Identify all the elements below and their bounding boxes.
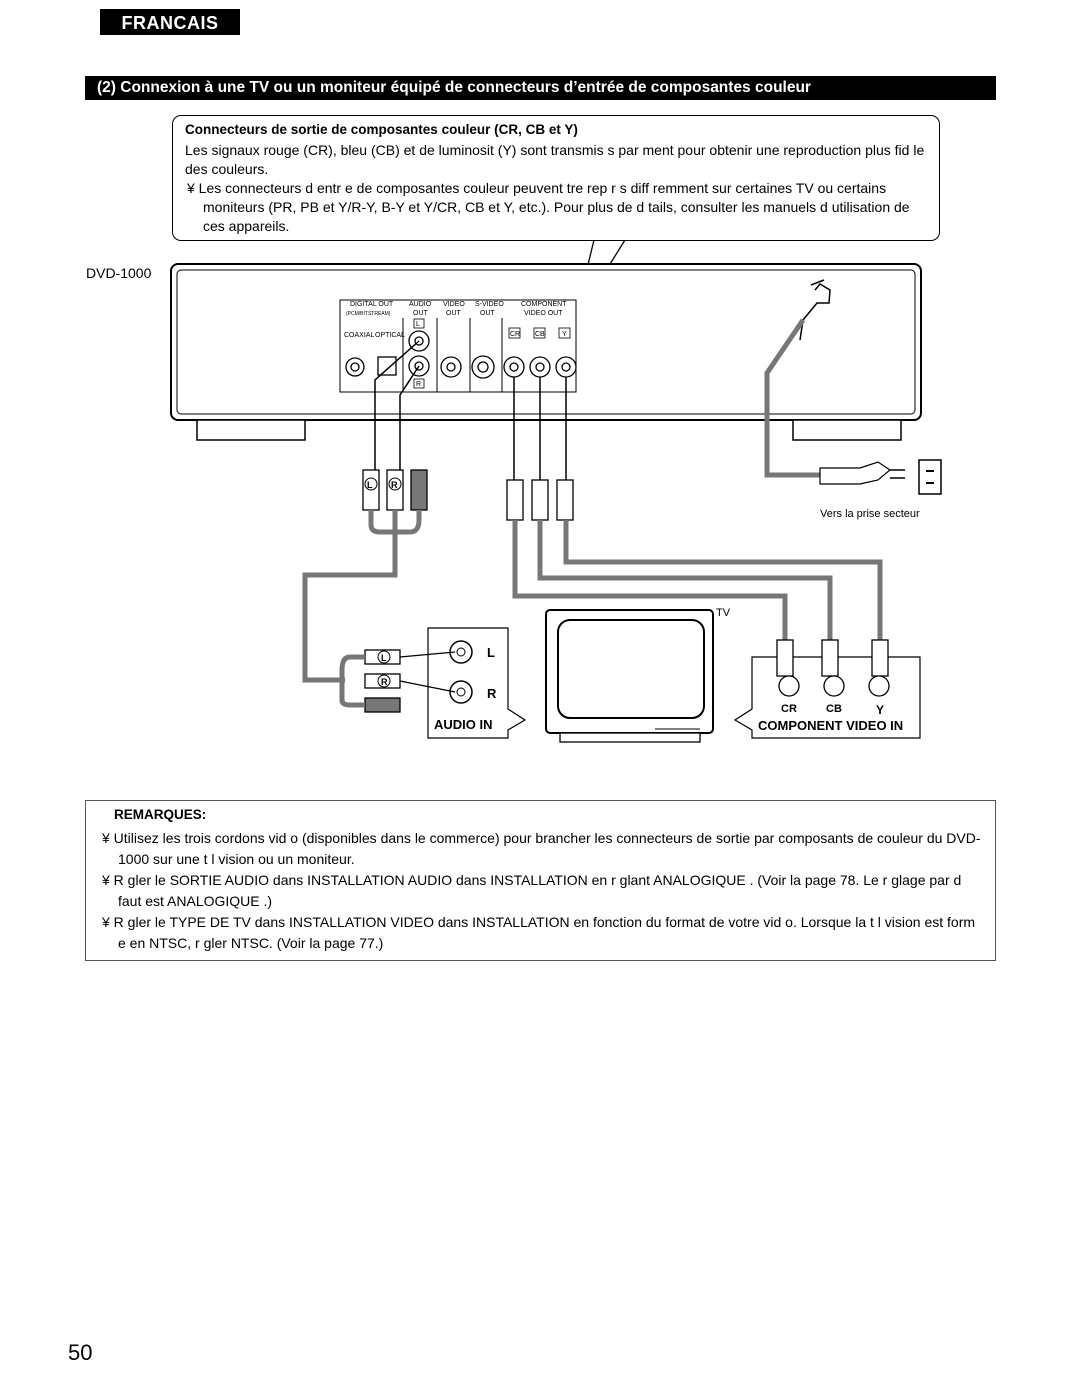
panel-svideo: S-VIDEO: [475, 301, 504, 308]
jack-optical: [377, 356, 397, 376]
tv-plug-cr: [776, 639, 794, 677]
remarks-title: REMARQUES:: [114, 807, 207, 822]
callout-box: Connecteurs de sortie de composantes cou…: [172, 115, 940, 241]
power-cable: [764, 318, 820, 478]
audio-in-r-label: R: [487, 686, 497, 701]
plug-label-r: R: [391, 480, 398, 490]
plug-comp-cr: [506, 479, 524, 521]
panel-L: L: [416, 321, 420, 328]
remark-item: ¥ R gler le TYPE DE TV dans INSTALLATION…: [102, 914, 976, 951]
plug-video: [410, 469, 428, 511]
language-tab: FRANCAIS: [100, 9, 240, 35]
panel-component-out: VIDEO OUT: [524, 310, 563, 317]
connection-diagram: DIGITAL OUT (PCM/BITSTREAM) AUDIO OUT VI…: [170, 239, 942, 743]
audio-in-label: AUDIO IN: [434, 717, 493, 732]
panel-y: Y: [562, 331, 567, 338]
component-y-label: Y: [876, 703, 885, 717]
power-plug: [819, 461, 892, 485]
panel-pcm: (PCM/BITSTREAM): [346, 311, 391, 317]
panel-R: R: [416, 381, 421, 388]
tv-plug-label-r: R: [381, 677, 388, 687]
panel-video: VIDEO: [443, 301, 465, 308]
panel-component: COMPONENT: [521, 301, 567, 308]
panel-digital-out: DIGITAL OUT: [350, 301, 394, 308]
panel-audio: AUDIO: [409, 301, 432, 308]
dvd-foot-right: [792, 419, 902, 441]
panel-video-out: OUT: [446, 310, 462, 317]
remarks-box: REMARQUES: ¥ Utilisez les trois cordons …: [85, 800, 996, 961]
callout-bullet: ¥ Les connecteurs d entr e de composante…: [187, 180, 910, 234]
audio-cable: [302, 510, 398, 683]
panel-cb: CB: [535, 331, 545, 338]
remark-item: ¥ Utilisez les trois cordons vid o (disp…: [102, 830, 981, 867]
panel-optical: OPTICAL: [375, 332, 405, 339]
panel-coaxial: COAXIAL: [344, 332, 374, 339]
plug-label-l: L: [367, 480, 373, 490]
tv-plug-video: [364, 697, 401, 713]
plug-comp-y: [556, 479, 574, 521]
panel-svideo-out: OUT: [480, 310, 496, 317]
component-cr-label: CR: [781, 703, 797, 715]
tv-plug-y: [871, 639, 889, 677]
tv-plug-cb: [821, 639, 839, 677]
panel-cr: CR: [510, 331, 520, 338]
component-cb-label: CB: [826, 703, 842, 715]
component-in-cr-jack: [778, 675, 800, 697]
tv-plug-label-l: L: [381, 653, 387, 663]
plug-comp-cb: [531, 479, 549, 521]
tv-label: TV: [716, 607, 731, 619]
outlet-label: Vers la prise secteur: [820, 508, 920, 520]
component-in-label: COMPONENT VIDEO IN: [758, 718, 904, 733]
panel-audio-out: OUT: [413, 310, 429, 317]
callout-text: Les signaux rouge (CR), bleu (CB) et de …: [185, 142, 925, 177]
page-number: 50: [68, 1340, 93, 1365]
wall-outlet: [918, 459, 942, 495]
dvd-label: DVD-1000: [86, 265, 152, 281]
audio-in-l-label: L: [487, 645, 495, 660]
remark-item: ¥ R gler le SORTIE AUDIO dans INSTALLATI…: [102, 872, 962, 909]
component-in-y-jack: [868, 675, 890, 697]
component-in-cb-jack: [823, 675, 845, 697]
callout-title: Connecteurs de sortie de composantes cou…: [185, 122, 578, 137]
dvd-foot-left: [196, 419, 306, 441]
tv-screen: [557, 619, 705, 719]
section-title: (2) Connexion à une TV ou un moniteur éq…: [85, 76, 996, 100]
